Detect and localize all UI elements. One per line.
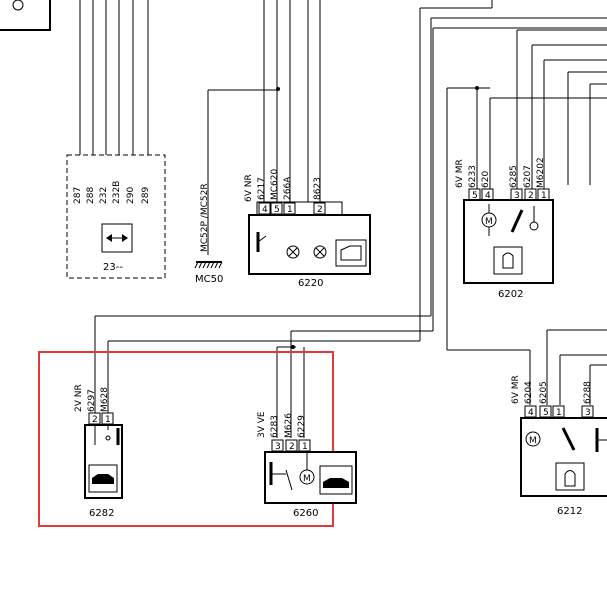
motor-icon: M bbox=[299, 452, 315, 485]
pin-row: 2 1 bbox=[88, 412, 114, 425]
pin-label: 4 bbox=[485, 191, 491, 201]
wire-label: 6229 bbox=[297, 415, 307, 438]
pin-label: 1 bbox=[556, 408, 562, 418]
wire-label: 232 bbox=[99, 187, 109, 204]
motor-icon: M bbox=[481, 204, 497, 236]
wire-label: 232B bbox=[112, 181, 122, 204]
component-label: MC50 bbox=[195, 274, 223, 285]
ground-icon bbox=[194, 261, 223, 269]
connector-label: 2V NR bbox=[74, 384, 84, 412]
component-label: 6260 bbox=[293, 508, 318, 519]
connector-label: 3V VE bbox=[257, 411, 267, 438]
pin-label: 2 bbox=[92, 415, 98, 425]
component-6220: 6V NR 6217 MC620 266A 8623 4 5 1 2 bbox=[244, 168, 371, 289]
wire-label: 6288 bbox=[583, 381, 593, 404]
pin-label: 1 bbox=[287, 205, 293, 215]
car-lock-icon bbox=[319, 465, 353, 495]
wire-label: 8623 bbox=[313, 177, 323, 200]
pin-label: 2 bbox=[528, 191, 534, 201]
wire-label: 6204 bbox=[524, 381, 534, 404]
wire-label: 6207 bbox=[523, 165, 533, 188]
pin-label: 2 bbox=[317, 205, 323, 215]
switch-icon bbox=[256, 232, 267, 252]
pin-row: 5 4 3 2 1 bbox=[468, 188, 550, 201]
wire-labels-23: 287 288 232 232B 290 289 bbox=[73, 181, 151, 204]
connector-label: 6V MR bbox=[511, 375, 521, 404]
car-top-icon bbox=[555, 462, 585, 491]
component-label: 6282 bbox=[89, 508, 114, 519]
wire-label: 620 bbox=[481, 171, 491, 188]
wire-label: 6283 bbox=[270, 415, 280, 438]
wire-label: MC52P /MC52R bbox=[200, 183, 210, 252]
pin-label: 4 bbox=[262, 205, 268, 215]
svg-text:M: M bbox=[303, 474, 311, 484]
wire-label: MC620 bbox=[270, 168, 280, 200]
wire-label: 287 bbox=[73, 187, 83, 204]
component-6202: 6V MR 6233 620 6285 6207 M6202 5 4 3 2 1… bbox=[455, 157, 554, 300]
wire-label: 6217 bbox=[257, 177, 267, 200]
component-label: 6202 bbox=[498, 289, 523, 300]
wiring bbox=[79, 0, 607, 438]
component-label: 6212 bbox=[557, 506, 582, 517]
connector-label: 6V MR bbox=[455, 159, 465, 188]
pin-label: 1 bbox=[302, 442, 308, 452]
connector-label: 6V NR bbox=[244, 174, 254, 202]
car-side-icon bbox=[88, 464, 118, 493]
pin-label: 1 bbox=[541, 191, 547, 201]
motor-icon: M bbox=[525, 431, 541, 447]
component-6212: 6V MR 6204 6205 6288 4 5 1 3 M bbox=[511, 375, 607, 517]
wire-label: 289 bbox=[141, 187, 151, 204]
wire-label: 6205 bbox=[539, 381, 549, 404]
pin-label: 5 bbox=[543, 408, 549, 418]
pin-label: 4 bbox=[528, 408, 534, 418]
car-top-icon bbox=[493, 246, 523, 275]
pin-label: 2 bbox=[289, 442, 295, 452]
switch-icon bbox=[561, 427, 576, 451]
pin-label: 1 bbox=[105, 415, 111, 425]
door-icon bbox=[335, 239, 367, 267]
highlight-box bbox=[38, 351, 334, 527]
pin-label: 5 bbox=[274, 205, 280, 215]
switch-icon bbox=[94, 425, 120, 445]
partial-component-top-left bbox=[0, 0, 51, 31]
pin-label: 3 bbox=[275, 442, 281, 452]
wire-label: 6233 bbox=[468, 165, 478, 188]
component-label: 23-- bbox=[103, 262, 123, 273]
component-23: 287 288 232 232B 290 289 23-- bbox=[66, 154, 166, 279]
lamp-icon bbox=[313, 245, 327, 259]
wire-label: 290 bbox=[126, 187, 136, 204]
switch-icon bbox=[595, 428, 607, 452]
switch-icon bbox=[269, 462, 293, 491]
pin-label: 5 bbox=[472, 191, 478, 201]
wire-label: M6202 bbox=[536, 157, 546, 188]
component-6282: 2V NR 6297 M628 2 1 6282 bbox=[74, 384, 123, 519]
bidirectional-arrows-icon bbox=[101, 223, 133, 253]
component-mc50: MC52P /MC52R MC50 bbox=[194, 183, 223, 285]
wire-label: 266A bbox=[283, 176, 293, 200]
key-icon bbox=[529, 206, 539, 231]
pin-row: 4 5 1 2 bbox=[258, 202, 326, 215]
component-label: 6220 bbox=[298, 278, 323, 289]
wire-label: M626 bbox=[284, 413, 294, 438]
wire-label: 6285 bbox=[509, 165, 519, 188]
switch-icon bbox=[510, 209, 524, 233]
svg-text:M: M bbox=[529, 436, 537, 446]
svg-text:M: M bbox=[485, 217, 493, 227]
wire-label: 288 bbox=[86, 187, 96, 204]
pin-label: 3 bbox=[514, 191, 520, 201]
wire-label: 6297 bbox=[87, 389, 97, 412]
pin-label: 3 bbox=[585, 408, 591, 418]
pin-row: 4 5 1 3 bbox=[524, 405, 594, 418]
pin-row: 3 2 1 bbox=[271, 439, 311, 452]
wire-label: M628 bbox=[100, 387, 110, 412]
lamp-icon bbox=[286, 245, 300, 259]
component-6260: 3V VE 6283 M626 6229 3 2 1 M 6260 bbox=[257, 411, 357, 519]
